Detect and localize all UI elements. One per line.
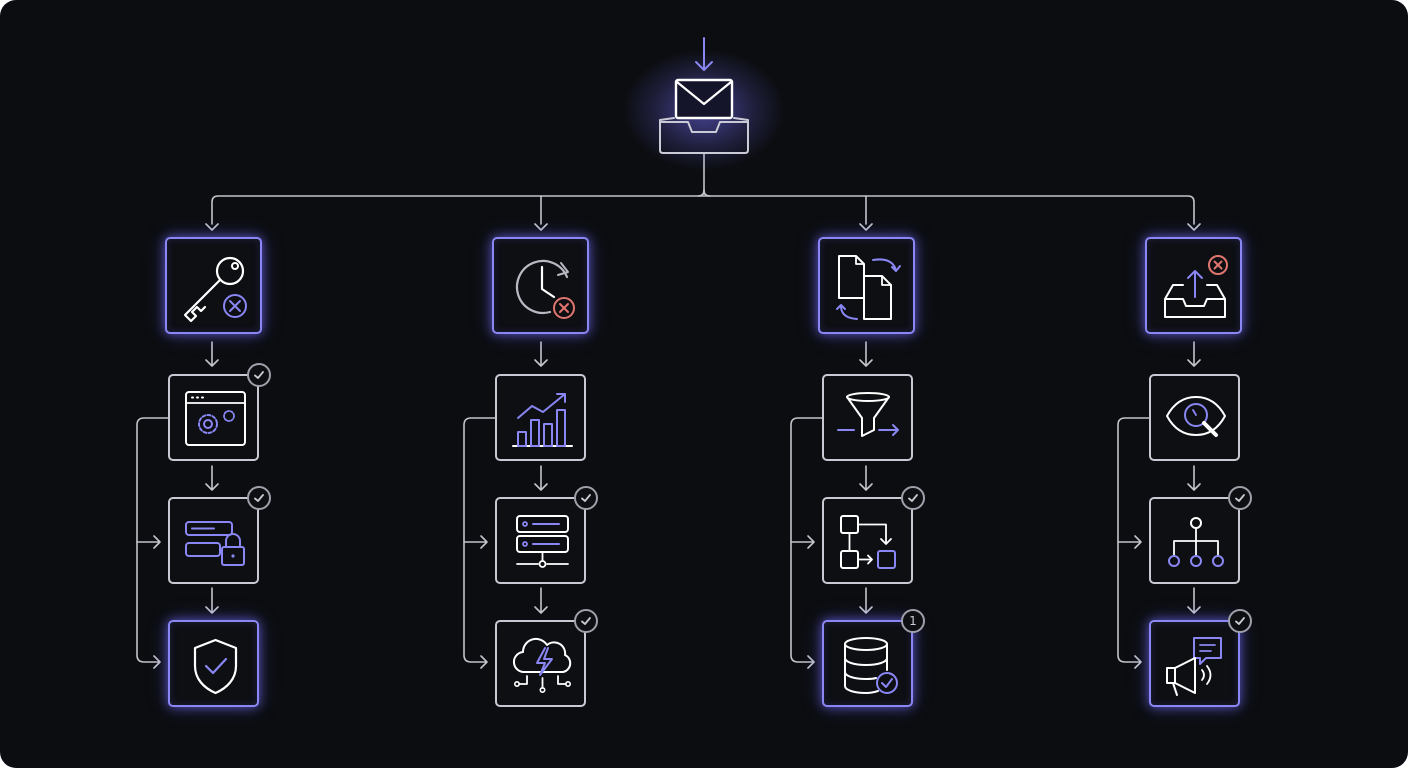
column-4-step-3-badge (1228, 609, 1252, 633)
check-icon (254, 494, 264, 502)
column-3-step-2[interactable] (822, 497, 913, 584)
column-1-connectors (136, 341, 219, 669)
check-icon (254, 371, 264, 379)
check-icon (1235, 617, 1245, 625)
check-icon (581, 494, 591, 502)
database-check-icon (844, 637, 898, 694)
server-stack-icon (516, 515, 569, 568)
column-3-step-2-badge (901, 486, 925, 510)
eye-search-icon (1166, 396, 1226, 437)
clock-error-icon (515, 259, 575, 319)
key-error-icon (183, 256, 247, 323)
check-icon (908, 494, 918, 502)
column-4-step-2-badge (1228, 486, 1252, 510)
root-connectors (205, 152, 1201, 231)
inbox-upload-error-icon (1164, 255, 1228, 318)
column-2-step-1[interactable] (495, 374, 586, 461)
root-node[interactable] (652, 34, 756, 156)
browser-settings-icon (185, 391, 246, 446)
hierarchy-icon (1168, 517, 1224, 567)
column-4-step-2[interactable] (1149, 497, 1240, 584)
check-icon (1235, 494, 1245, 502)
column-1-header[interactable] (165, 237, 262, 334)
email-inbox-icon (659, 37, 749, 154)
bar-chart-trend-icon (512, 393, 573, 447)
column-3-step-1[interactable] (822, 374, 913, 461)
column-2-step-2-badge (574, 486, 598, 510)
column-3-step-3-badge: 1 (901, 609, 925, 633)
workflow-diagram-icon (840, 515, 896, 569)
cloud-lightning-icon (513, 637, 572, 694)
column-2-step-2[interactable] (495, 497, 586, 584)
column-4-step-3[interactable] (1149, 620, 1240, 707)
column-1-step-1-badge (247, 363, 271, 387)
column-1-step-2[interactable] (168, 497, 259, 584)
column-1-step-2-badge (247, 486, 271, 510)
shield-check-icon (193, 638, 238, 695)
column-3-header[interactable] (818, 237, 915, 334)
column-2-header[interactable] (492, 237, 589, 334)
column-1-step-3[interactable] (168, 620, 259, 707)
column-4-step-1[interactable] (1149, 374, 1240, 461)
column-4-connectors (1117, 341, 1201, 669)
column-2-step-3-badge (574, 609, 598, 633)
megaphone-message-icon (1166, 637, 1222, 696)
column-3-connectors (790, 341, 873, 669)
document-sync-icon (836, 255, 901, 320)
form-lock-icon (185, 521, 245, 566)
check-icon (581, 617, 591, 625)
column-2-connectors (463, 341, 548, 669)
column-3-step-3[interactable] (822, 620, 913, 707)
filter-funnel-icon (837, 392, 899, 437)
column-1-step-1[interactable] (168, 374, 259, 461)
column-2-step-3[interactable] (495, 620, 586, 707)
column-4-header[interactable] (1145, 237, 1242, 334)
